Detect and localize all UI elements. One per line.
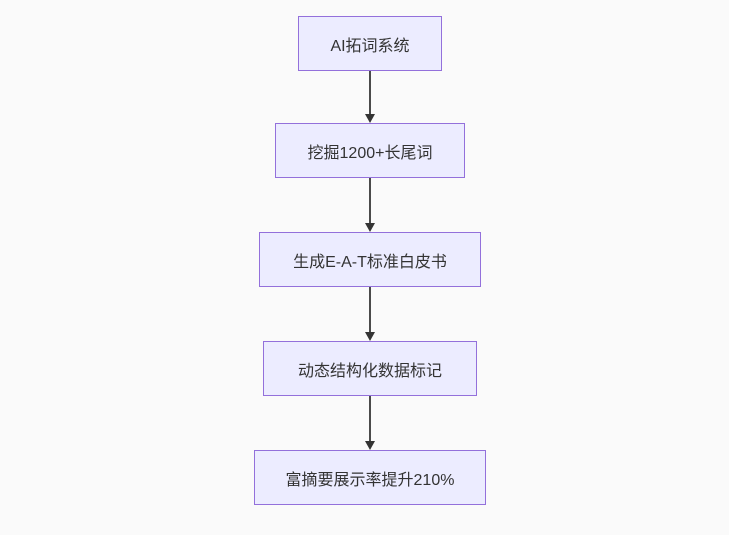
flow-node-label: 生成E-A-T标准白皮书 — [293, 253, 447, 271]
flow-node-longtail-mining: 挖掘1200+长尾词 — [275, 123, 465, 178]
arrow-line — [369, 287, 371, 334]
flow-node-label: 挖掘1200+长尾词 — [307, 144, 433, 162]
flow-arrow — [364, 71, 376, 123]
arrow-head-icon — [365, 441, 375, 450]
flow-node-ai-keyword-system: AI拓词系统 — [298, 16, 442, 71]
flow-arrow — [364, 396, 376, 450]
flow-node-label: AI拓词系统 — [330, 37, 410, 55]
arrow-head-icon — [365, 114, 375, 123]
flow-arrow — [364, 178, 376, 232]
arrow-head-icon — [365, 332, 375, 341]
flow-node-eat-whitepaper: 生成E-A-T标准白皮书 — [259, 232, 481, 287]
flow-arrow — [364, 287, 376, 341]
flow-node-label: 动态结构化数据标记 — [297, 362, 442, 380]
flow-node-structured-data-markup: 动态结构化数据标记 — [263, 341, 477, 396]
arrow-line — [369, 71, 371, 116]
arrow-line — [369, 396, 371, 443]
arrow-head-icon — [365, 223, 375, 232]
flow-node-rich-snippet-result: 富摘要展示率提升210% — [254, 450, 486, 505]
arrow-line — [369, 178, 371, 225]
flow-node-label: 富摘要展示率提升210% — [285, 471, 455, 489]
